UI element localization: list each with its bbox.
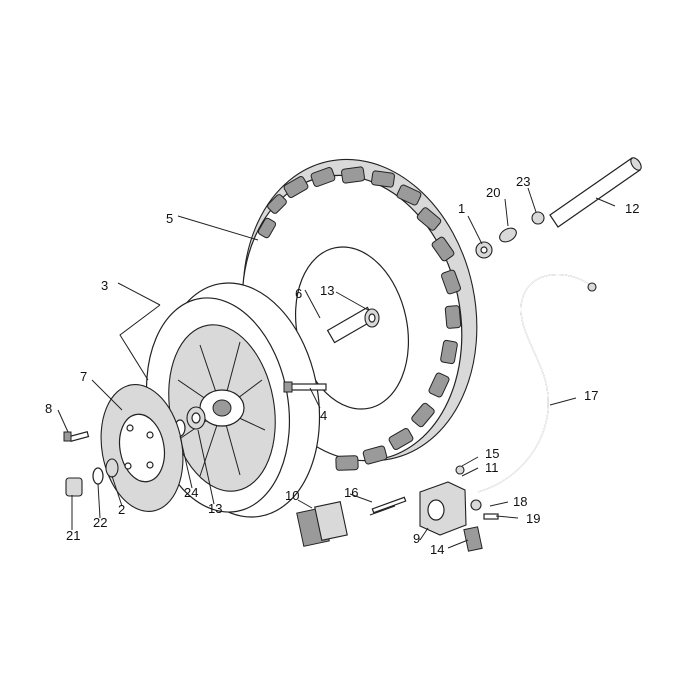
callout-13-bottom: 13: [208, 501, 222, 516]
spacer-and-bearing: [326, 306, 380, 344]
callout-18: 18: [513, 494, 527, 509]
nut-washer-stack: [65, 458, 119, 497]
callout-16: 16: [344, 485, 358, 500]
callout-7: 7: [80, 369, 87, 384]
callout-21: 21: [66, 528, 80, 543]
callout-15: 15: [485, 446, 499, 461]
callout-13-top: 13: [320, 283, 334, 298]
brake-pads: [296, 501, 348, 547]
bolt-4: [283, 381, 327, 393]
callout-14: 14: [430, 542, 444, 557]
callout-17: 17: [584, 388, 598, 403]
tire-tread: [257, 166, 462, 471]
brake-hose: [477, 274, 597, 493]
axle-hardware: [475, 211, 545, 259]
callout-5: 5: [166, 211, 173, 226]
callout-8: 8: [45, 401, 52, 416]
callout-3: 3: [101, 278, 108, 293]
wheel-axle: [549, 157, 642, 228]
callout-19: 19: [526, 511, 540, 526]
leader-lines: [57, 187, 616, 549]
callout-11: 11: [485, 460, 499, 475]
callout-2: 2: [118, 502, 125, 517]
caliper-plate: [463, 526, 483, 552]
screw-8: [63, 431, 90, 442]
callout-24: 24: [184, 485, 198, 500]
pad-pin: [369, 496, 407, 516]
callout-10: 10: [285, 488, 299, 503]
callout-1: 1: [458, 201, 465, 216]
brake-caliper: [419, 481, 467, 536]
callout-23: 23: [516, 174, 530, 189]
callout-20: 20: [486, 185, 500, 200]
callout-9: 9: [413, 531, 420, 546]
callout-6: 6: [295, 286, 302, 301]
callout-12: 12: [625, 201, 639, 216]
callout-labels: 5 3 6 13 4 7 8 1 20 23 12 17 10 16 15 11…: [45, 174, 639, 557]
callout-4: 4: [320, 408, 327, 423]
brake-disc: [100, 384, 184, 512]
callout-22: 22: [93, 515, 107, 530]
